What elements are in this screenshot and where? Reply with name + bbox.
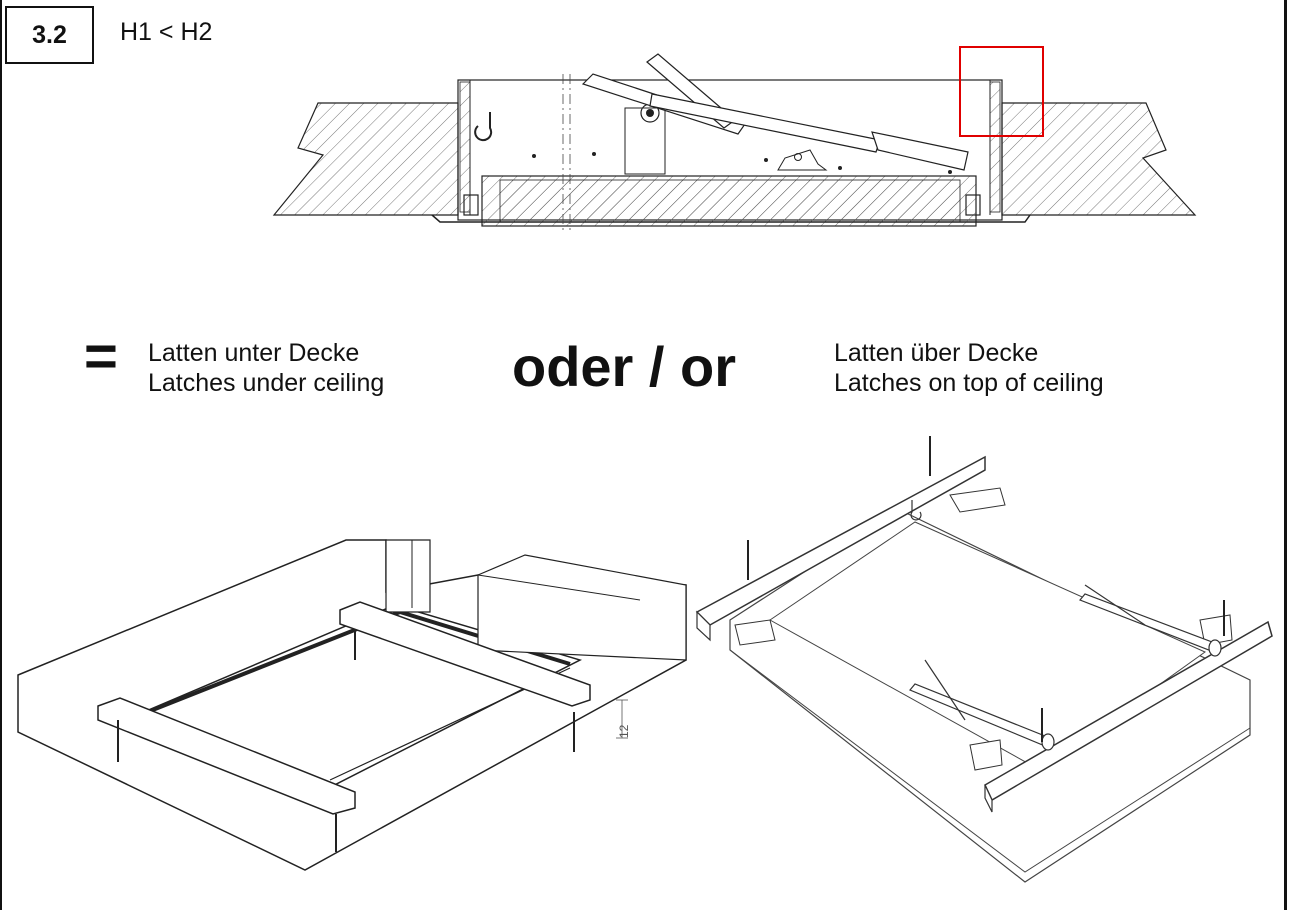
step-number-box: 3.2 xyxy=(5,6,94,64)
option-right-line-de: Latten über Decke xyxy=(834,339,1039,367)
or-separator: oder / or xyxy=(512,335,737,398)
page-frame-right xyxy=(1284,0,1287,910)
dimension-label: 12 xyxy=(617,724,631,738)
gas-spring-cylinder xyxy=(871,131,969,171)
option-latches-over: Latten über Decke Latches on top of ceil… xyxy=(834,338,1104,398)
batten-rear xyxy=(339,601,591,707)
option-left-line-en: Latches under ceiling xyxy=(148,369,385,397)
option-right-line-en: Latches on top of ceiling xyxy=(834,369,1104,397)
highlight-box xyxy=(959,46,1044,137)
page-frame-left xyxy=(0,0,2,910)
option-latches-under: Latten unter Decke Latches under ceiling xyxy=(148,338,384,398)
hook-icon xyxy=(474,112,493,142)
option-left-line-de: Latten unter Decke xyxy=(148,339,360,367)
batten-front xyxy=(97,697,356,815)
equals-sign: = xyxy=(84,324,118,389)
height-condition: H1 < H2 xyxy=(120,18,213,46)
step-number: 3.2 xyxy=(32,20,67,49)
